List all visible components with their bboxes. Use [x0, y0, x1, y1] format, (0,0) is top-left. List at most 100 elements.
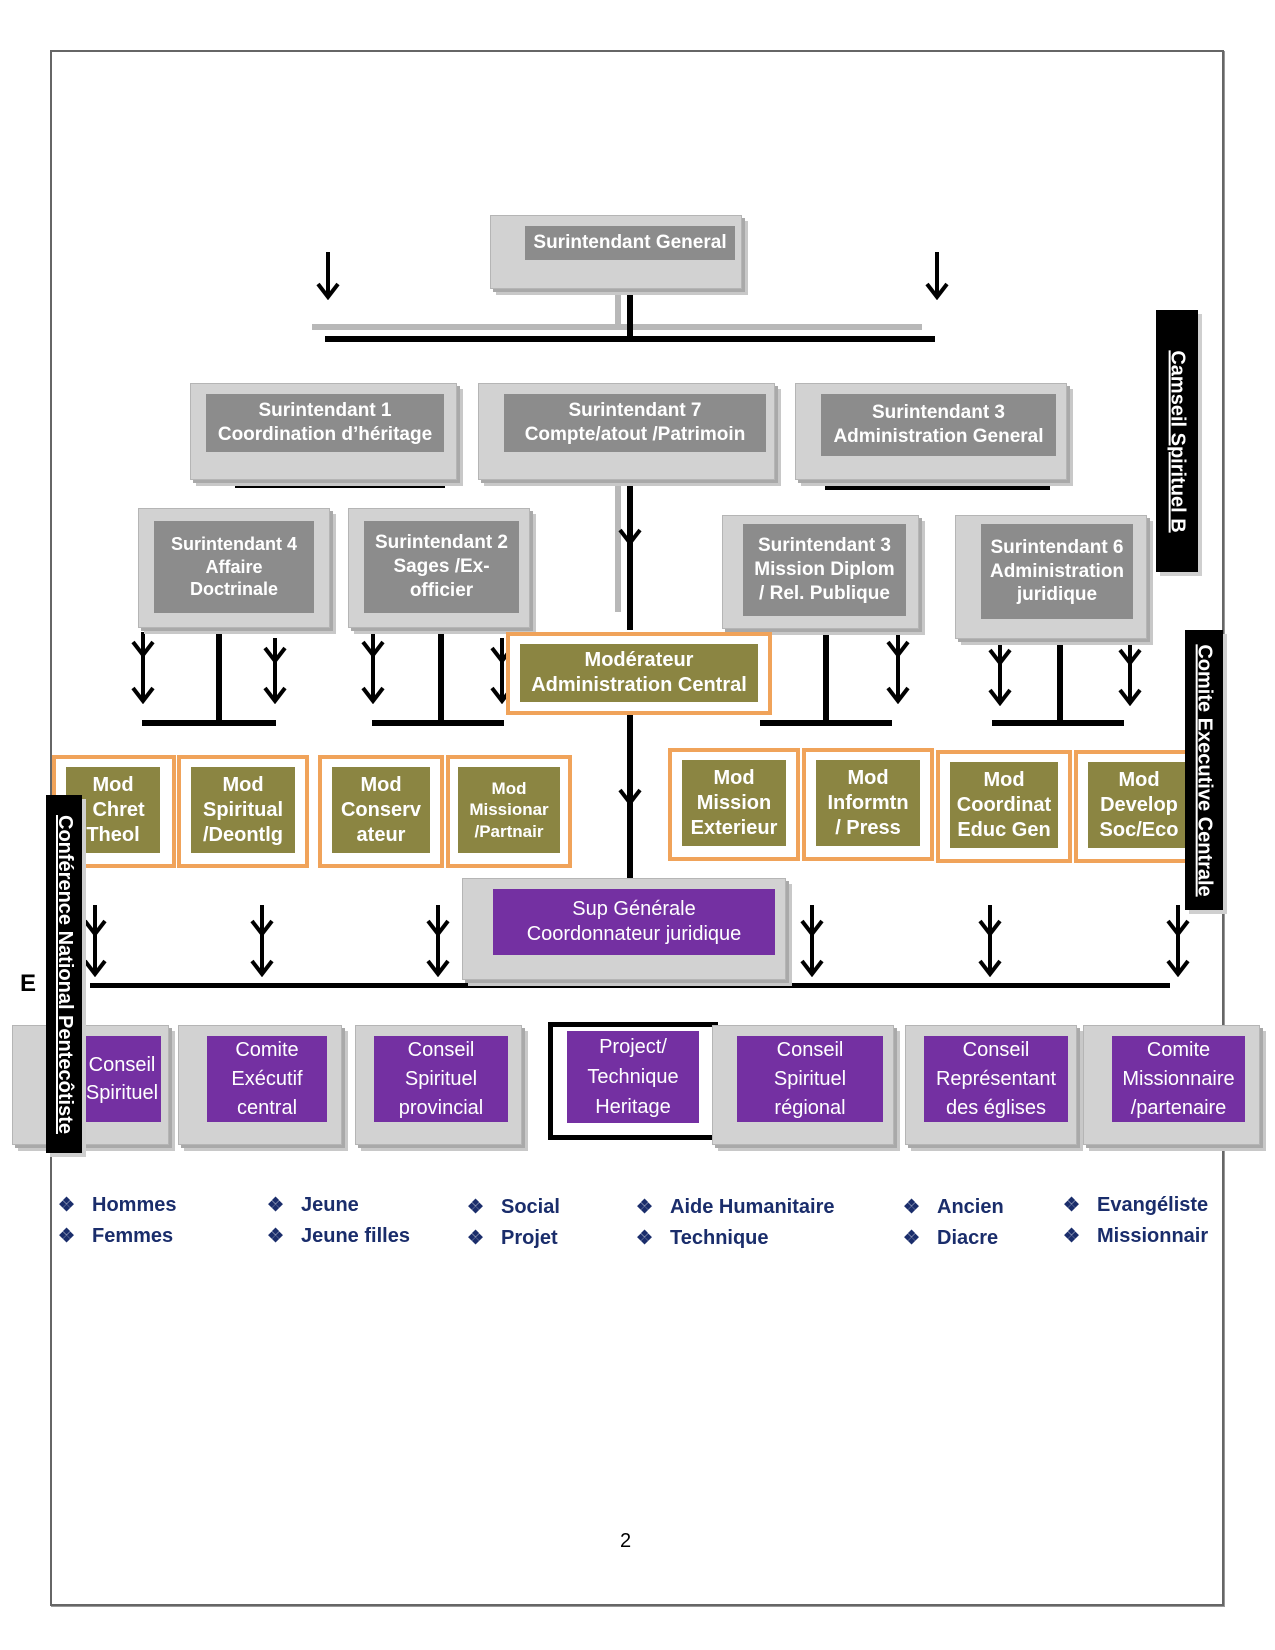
sup-generale-label: Sup Générale Coordonnateur juridique	[493, 889, 775, 955]
mod-coordinat-line2: Coordinat	[956, 793, 1052, 816]
moderator-box: Modérateur Administration Central	[506, 632, 772, 715]
mod-missionar-line2: Missionar	[469, 800, 549, 820]
superintendent-2-line2: Sages /Ex-	[393, 556, 490, 578]
mod-missionar-title: Mod	[491, 779, 527, 799]
council-spirituel-label: Conseil Spirituel	[83, 1036, 161, 1122]
mod-mission-line3: Exterieur	[690, 816, 778, 839]
superintendent-2-box: Surintendant 2 Sages /Ex- officier	[348, 508, 530, 628]
mod-spiritual-line2: Spiritual	[202, 798, 283, 821]
list-item: ❖Aide Humanitaire	[636, 1192, 834, 1223]
diamond-bullet-icon: ❖	[903, 1197, 921, 1218]
comite-missionnaire-label: Comite Missionnaire /partenaire	[1112, 1036, 1245, 1122]
mod-coordinat-box: Mod Coordinat Educ Gen	[936, 750, 1072, 863]
superintendent-2-line3: officier	[409, 579, 474, 601]
mod-mission-label: Mod Mission Exterieur	[682, 760, 786, 846]
list-item-label: Femmes	[92, 1225, 174, 1247]
diamond-bullet-icon: ❖	[267, 1226, 285, 1247]
camseil-spirituel-label: Camseil Spirituel B	[1156, 310, 1198, 572]
superintendent-4-title: Surintendant 4	[170, 534, 297, 555]
conseil-regional-line2: Spirituel	[773, 1067, 847, 1090]
list-item: ❖Jeune filles	[267, 1221, 410, 1252]
superintendent-7-box: Surintendant 7 Compte/atout /Patrimoin	[478, 383, 775, 480]
mod-develop-line2: Develop	[1100, 793, 1178, 816]
connector-line	[216, 632, 222, 724]
conseil-provincial-line1: Conseil	[407, 1038, 475, 1061]
superintendent-6-label: Surintendant 6 Administration juridique	[981, 524, 1133, 619]
mod-conserv-label: Mod Conserv ateur	[332, 767, 430, 853]
list-item-label: Ancien	[937, 1196, 1004, 1218]
down-arrow-icon	[131, 632, 155, 704]
council-spirituel-line1: Conseil	[88, 1054, 156, 1076]
down-arrow-icon	[1166, 905, 1190, 977]
connector-line	[90, 983, 1170, 988]
mod-informtn-box: Mod Informtn / Press	[802, 748, 934, 861]
connector-line	[633, 975, 638, 987]
list-item: ❖Missionnair	[1063, 1221, 1208, 1252]
diamond-bullet-icon: ❖	[58, 1226, 76, 1247]
diamond-bullet-icon: ❖	[636, 1197, 654, 1218]
list-item: ❖Social	[467, 1192, 560, 1223]
superintendent-7-label: Surintendant 7 Compte/atout /Patrimoin	[504, 394, 766, 452]
down-arrow-icon	[925, 252, 949, 300]
comite-executif-label: Comite Exécutif central	[207, 1036, 327, 1122]
bullet-group-6: ❖Evangéliste ❖Missionnair	[1063, 1190, 1208, 1252]
council-spirituel-box: Conseil Spirituel	[12, 1025, 169, 1145]
down-arrow-icon	[800, 905, 824, 977]
connector-line	[627, 270, 633, 342]
mod-coordinat-label: Mod Coordinat Educ Gen	[950, 762, 1058, 848]
superintendent-3-mission-box: Surintendant 3 Mission Diplom / Rel. Pub…	[722, 515, 919, 629]
list-item-label: Evangéliste	[1097, 1194, 1209, 1216]
sup-generale-subtitle: Coordonnateur juridique	[526, 923, 742, 945]
camseil-spirituel-text: Camseil Spirituel B	[1166, 349, 1189, 533]
list-item-label: Social	[501, 1196, 560, 1218]
superintendent-6-box: Surintendant 6 Administration juridique	[955, 515, 1147, 639]
superintendent-4-label: Surintendant 4 Affaire Doctrinale	[154, 521, 314, 613]
connector-line	[825, 484, 1050, 490]
mod-develop-box: Mod Develop Soc/Eco	[1074, 750, 1204, 863]
mod-informtn-line2: Informtn	[827, 791, 909, 814]
list-item: ❖ Technique	[636, 1223, 834, 1254]
superintendent-1-box: Surintendant 1 Coordination d’héritage	[190, 383, 457, 480]
mod-chret-line2: l Chret	[81, 798, 145, 821]
conseil-regional-line1: Conseil	[776, 1038, 844, 1061]
down-arrow-icon	[83, 905, 107, 977]
project-technique-line1: Project/	[599, 1036, 667, 1058]
list-item-label: Projet	[501, 1227, 558, 1249]
down-arrow-icon	[618, 510, 642, 546]
mod-chret-line3: Theol	[86, 823, 140, 846]
conseil-representant-line2: Représentant	[935, 1067, 1057, 1090]
mod-mission-line2: Mission	[696, 791, 772, 814]
list-item: ❖ Femmes	[58, 1221, 176, 1252]
mod-develop-title: Mod	[1118, 768, 1160, 791]
list-item: ❖ Ancien	[903, 1192, 1004, 1223]
connector-line	[438, 632, 444, 724]
mod-develop-line3: Soc/Eco	[1099, 818, 1179, 841]
list-item-label: Jeune	[301, 1194, 359, 1216]
mod-coordinat-title: Mod	[983, 768, 1025, 791]
bullet-group-3: ❖Social ❖Projet	[467, 1192, 560, 1254]
superintendent-3-admin-box: Surintendant 3 Administration General	[795, 383, 1067, 480]
superintendent-3-mission-line3: / Rel. Publique	[759, 582, 890, 604]
mod-conserv-line2: Conserv	[340, 798, 422, 821]
superintendent-1-subtitle: Coordination d’héritage	[217, 424, 433, 445]
down-arrow-icon	[886, 632, 910, 704]
list-item: ❖Projet	[467, 1223, 560, 1254]
list-item-label: Technique	[670, 1227, 769, 1249]
mod-spiritual-box: Mod Spiritual /Deontlg	[177, 755, 309, 868]
moderator-label: Modérateur Administration Central	[520, 644, 758, 702]
mod-missionar-line3: /Partnair	[474, 821, 544, 841]
comite-missionnaire-line2: Missionnaire	[1122, 1067, 1235, 1090]
diamond-bullet-icon: ❖	[267, 1195, 285, 1216]
conseil-provincial-line2: Spirituel	[404, 1067, 478, 1090]
diamond-bullet-icon: ❖	[636, 1228, 654, 1249]
moderator-subtitle: Administration Central	[531, 674, 747, 696]
bullet-group-5: ❖Ancien ❖Diacre	[903, 1192, 1004, 1254]
stray-letter: E	[20, 970, 37, 997]
superintendent-4-box: Surintendant 4 Affaire Doctrinale	[138, 508, 330, 628]
conseil-regional-box: Conseil Spirituel régional	[712, 1025, 894, 1145]
mod-conserv-line3: ateur	[356, 823, 406, 846]
down-arrow-icon	[988, 640, 1012, 706]
comite-executif-box: Comite Exécutif central	[178, 1025, 342, 1145]
superintendent-3-admin-title: Surintendant 3	[871, 402, 1005, 424]
down-arrow-icon	[316, 252, 340, 300]
